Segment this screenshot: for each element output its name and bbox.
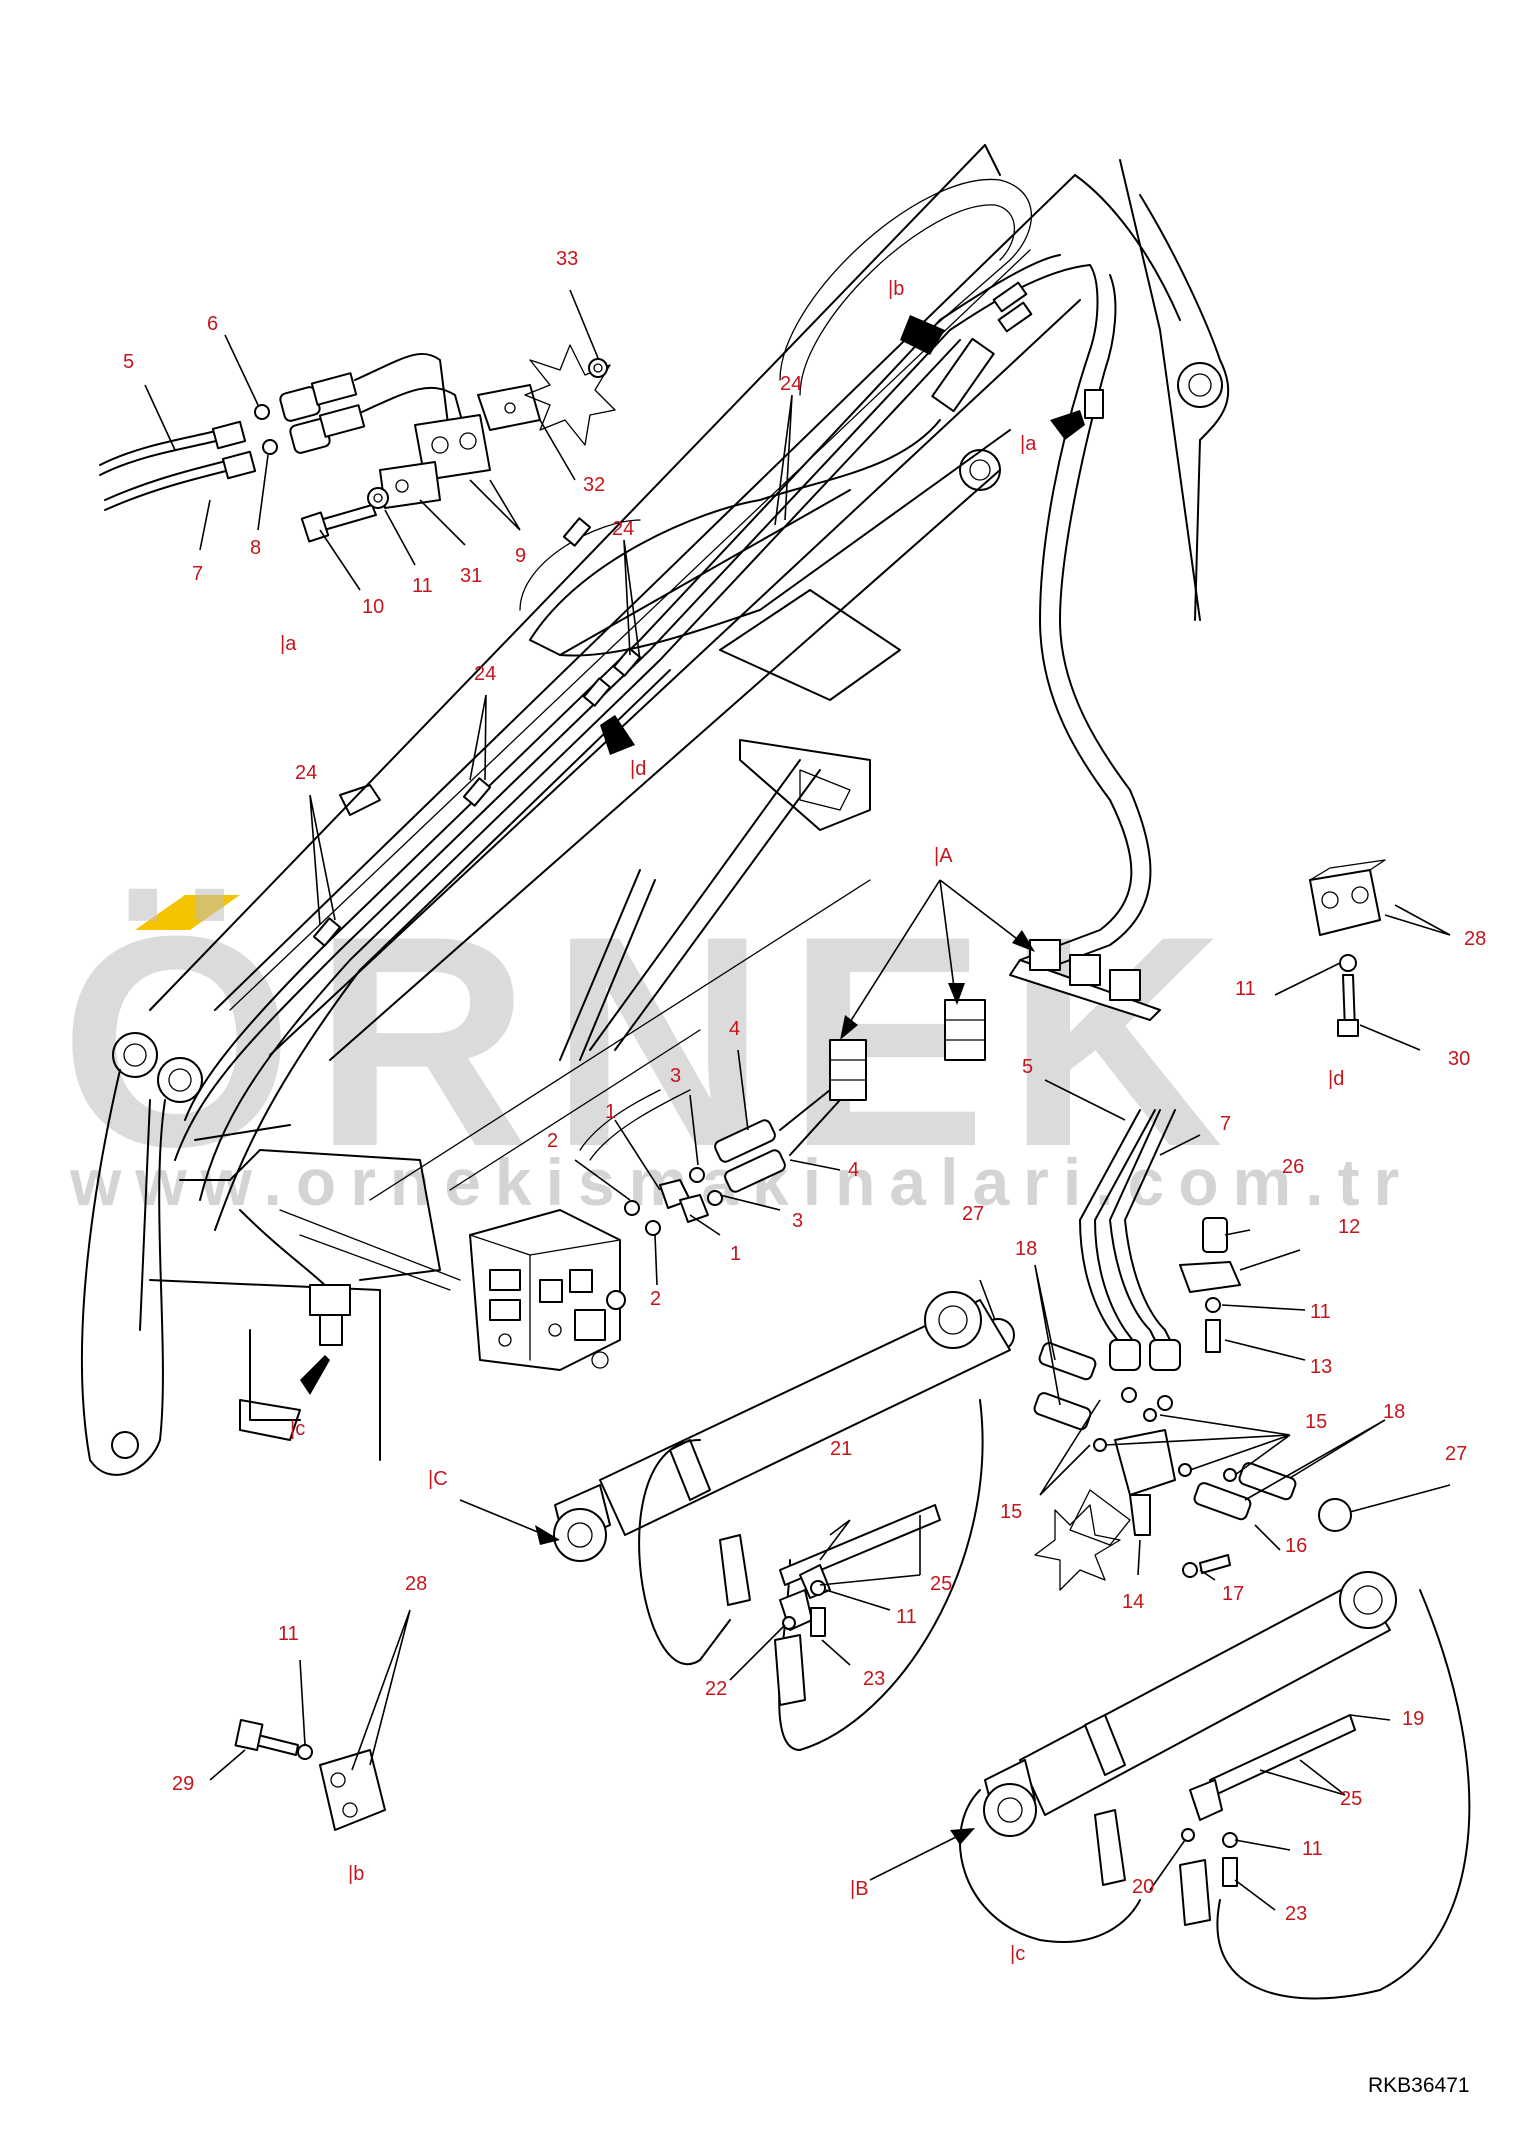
callout-31: 31 [460, 565, 482, 587]
callout-17: 17 [1222, 1583, 1244, 1605]
leader-lines [144, 289, 1451, 1911]
detail-d-parts [1309, 859, 1386, 1037]
callout-16: 16 [1285, 1535, 1307, 1557]
callout-11: 11 [1310, 1301, 1331, 1323]
callout-23: 23 [863, 1668, 885, 1690]
callout-26: 26 [1282, 1156, 1304, 1178]
callouts: 5 6 7 8 10 11 31 9 32 33 24 24 24 24 28 … [123, 248, 1486, 1925]
callout-18: 18 [1383, 1401, 1405, 1423]
callout-10: 10 [362, 596, 384, 618]
callout-24: 24 [612, 518, 634, 540]
callout-8: 8 [250, 537, 261, 559]
callout-3: 3 [670, 1065, 681, 1087]
callout-6: 6 [207, 313, 218, 335]
ref-b-top: |b [888, 278, 904, 300]
callout-2: 2 [650, 1288, 661, 1310]
callout-32: 32 [583, 474, 605, 496]
callout-15: 15 [1000, 1501, 1022, 1523]
callout-9: 9 [515, 545, 526, 567]
ref-a-top: |a [1020, 433, 1037, 455]
ref-B: |B [850, 1878, 869, 1900]
callout-18: 18 [1015, 1238, 1037, 1260]
right-fittings [981, 1109, 1352, 1591]
callout-27: 27 [962, 1203, 984, 1225]
arrow-b-boom [900, 315, 945, 355]
callout-25: 25 [930, 1573, 952, 1595]
callout-21: 21 [830, 1438, 852, 1460]
callout-29: 29 [172, 1773, 194, 1795]
callout-22: 22 [705, 1678, 727, 1700]
callout-11: 11 [896, 1606, 917, 1628]
ref-d-right: |d [1328, 1068, 1344, 1090]
arrow-c-boom [300, 1355, 330, 1395]
callout-11: 11 [278, 1623, 299, 1645]
callout-3: 3 [792, 1210, 803, 1232]
callout-30: 30 [1448, 1048, 1470, 1070]
callout-33: 33 [556, 248, 578, 270]
cylinder-C [553, 1291, 1011, 1751]
callout-24: 24 [474, 663, 496, 685]
callout-7: 7 [1220, 1113, 1231, 1135]
callout-14: 14 [1122, 1591, 1144, 1613]
callout-15: 15 [1305, 1411, 1327, 1433]
arrows [300, 315, 1085, 1881]
callout-27: 27 [1445, 1443, 1467, 1465]
boom-hoses [174, 178, 1152, 1346]
detail-b-parts [234, 1718, 386, 1831]
callout-11: 11 [412, 575, 433, 597]
ref-A: |A [934, 845, 953, 867]
drawing-number: RKB36471 [1368, 2074, 1470, 2097]
arrow-a-boom [1050, 410, 1085, 440]
ref-a-small: |a [280, 633, 297, 655]
callout-25: 25 [1340, 1788, 1362, 1810]
watermark-brand: ÖRNEK [60, 873, 1243, 1209]
ref-c-small: |c [290, 1418, 305, 1440]
callout-23: 23 [1285, 1903, 1307, 1925]
callout-5: 5 [123, 351, 134, 373]
callout-20: 20 [1132, 1876, 1154, 1898]
cylinder-B [959, 1571, 1471, 2000]
ref-c-lower: |c [1010, 1943, 1025, 1965]
callout-1: 1 [605, 1101, 616, 1123]
callout-7: 7 [192, 563, 203, 585]
callout-11: 11 [1302, 1838, 1323, 1860]
view-references: |b |a |a |d |A |d |c |C |b |B |c [280, 278, 1344, 1965]
callout-11: 11 [1235, 978, 1256, 1000]
callout-5: 5 [1022, 1056, 1033, 1078]
boom-structure [80, 144, 1230, 1476]
ref-d-main: |d [630, 758, 646, 780]
callout-12: 12 [1338, 1216, 1360, 1238]
ref-C: |C [428, 1468, 448, 1490]
watermark-accent-mark [135, 895, 240, 930]
callout-2: 2 [547, 1130, 558, 1152]
callout-4: 4 [729, 1018, 740, 1040]
callout-28: 28 [1464, 928, 1486, 950]
callout-19: 19 [1402, 1708, 1424, 1730]
detail-A-parts [624, 939, 1161, 1236]
callout-24: 24 [780, 373, 802, 395]
callout-1: 1 [730, 1243, 741, 1265]
control-valve [469, 1209, 626, 1371]
callout-28: 28 [405, 1573, 427, 1595]
callout-24: 24 [295, 762, 317, 784]
ref-b-small: |b [348, 1863, 364, 1885]
callout-13: 13 [1310, 1356, 1332, 1378]
arrow-d-boom [600, 715, 635, 755]
callout-4: 4 [848, 1159, 859, 1181]
detail-a-parts [99, 344, 616, 543]
